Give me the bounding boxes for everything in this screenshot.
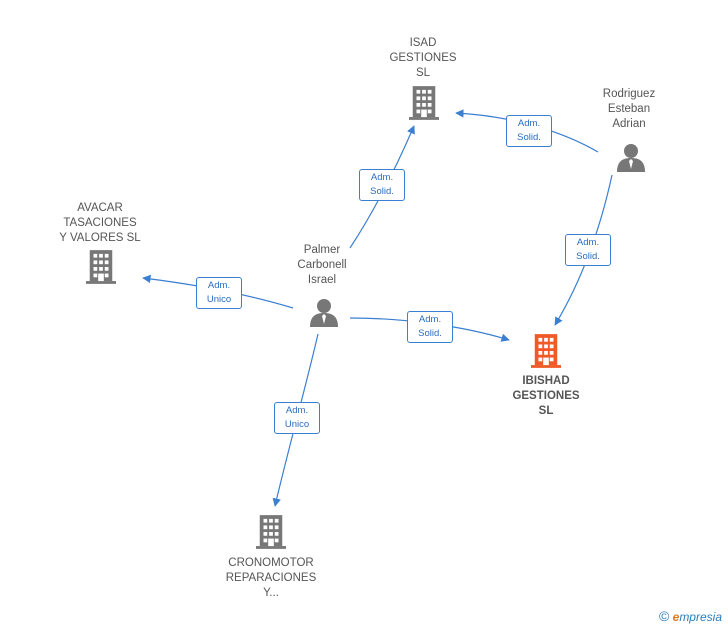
node-label-rodriguez: Rodriguez Esteban Adrian bbox=[602, 88, 656, 130]
node-cronomotor[interactable] bbox=[256, 515, 286, 549]
node-label-isad: ISAD GESTIONES SL bbox=[389, 37, 457, 79]
node-ibishad[interactable] bbox=[531, 334, 561, 368]
person-icon bbox=[310, 299, 338, 327]
copyright-icon: © bbox=[658, 608, 670, 624]
edge-label-palmer-cronomotor[interactable]: Adm. Unico bbox=[274, 402, 320, 434]
building-icon bbox=[256, 515, 286, 549]
node-palmer[interactable] bbox=[310, 299, 338, 327]
node-isad[interactable] bbox=[409, 86, 439, 120]
edge-label-rodriguez-isad[interactable]: Adm. Solid. bbox=[506, 115, 552, 147]
brand-initial: e bbox=[672, 610, 680, 624]
node-rodriguez[interactable] bbox=[617, 144, 645, 172]
footer-brand: © empresia bbox=[659, 608, 722, 624]
edge-label-palmer-ibishad[interactable]: Adm. Solid. bbox=[407, 311, 453, 343]
edge-label-palmer-avacar[interactable]: Adm. Unico bbox=[196, 277, 242, 309]
node-label-avacar: AVACAR TASACIONES Y VALORES SL bbox=[59, 202, 141, 244]
node-label-cronomotor: CRONOMOTOR REPARACIONES Y... bbox=[225, 557, 317, 599]
brand-name: mpresia bbox=[679, 610, 722, 624]
edge-label-rodriguez-ibishad[interactable]: Adm. Solid. bbox=[565, 234, 611, 266]
building-icon bbox=[86, 250, 116, 284]
building-icon bbox=[531, 334, 561, 368]
person-icon bbox=[617, 144, 645, 172]
node-avacar[interactable] bbox=[86, 250, 116, 284]
building-icon bbox=[409, 86, 439, 120]
node-label-ibishad: IBISHAD GESTIONES SL bbox=[512, 375, 580, 417]
edge-label-palmer-isad[interactable]: Adm. Solid. bbox=[359, 169, 405, 201]
node-label-palmer: Palmer Carbonell Israel bbox=[297, 244, 347, 286]
